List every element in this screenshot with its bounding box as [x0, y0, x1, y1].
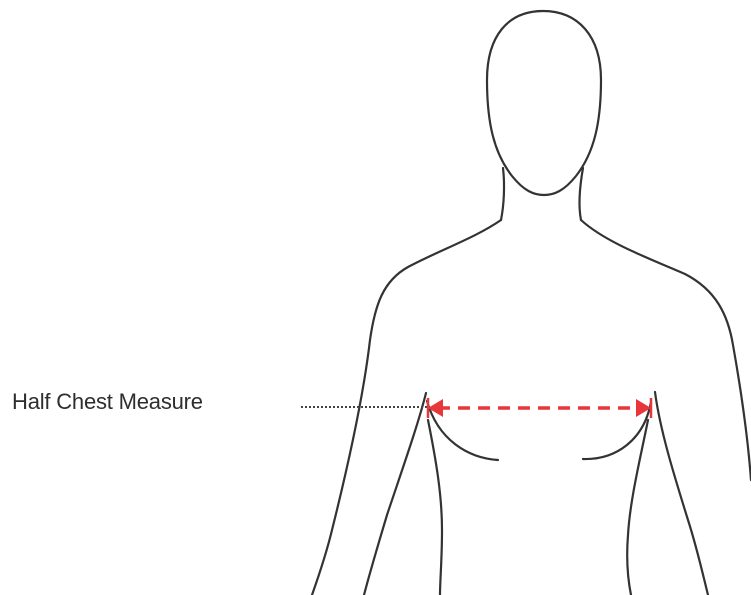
- left-arrowhead-icon: [428, 399, 443, 417]
- right-inner-arm-outline: [655, 392, 708, 595]
- right-torso-side-outline: [627, 420, 648, 595]
- left-torso-side-outline: [428, 420, 442, 595]
- half-chest-measure-label: Half Chest Measure: [12, 389, 203, 415]
- neck-right-outline: [580, 168, 583, 220]
- left-inner-arm-outline: [364, 393, 426, 595]
- neck-left-outline: [501, 168, 504, 220]
